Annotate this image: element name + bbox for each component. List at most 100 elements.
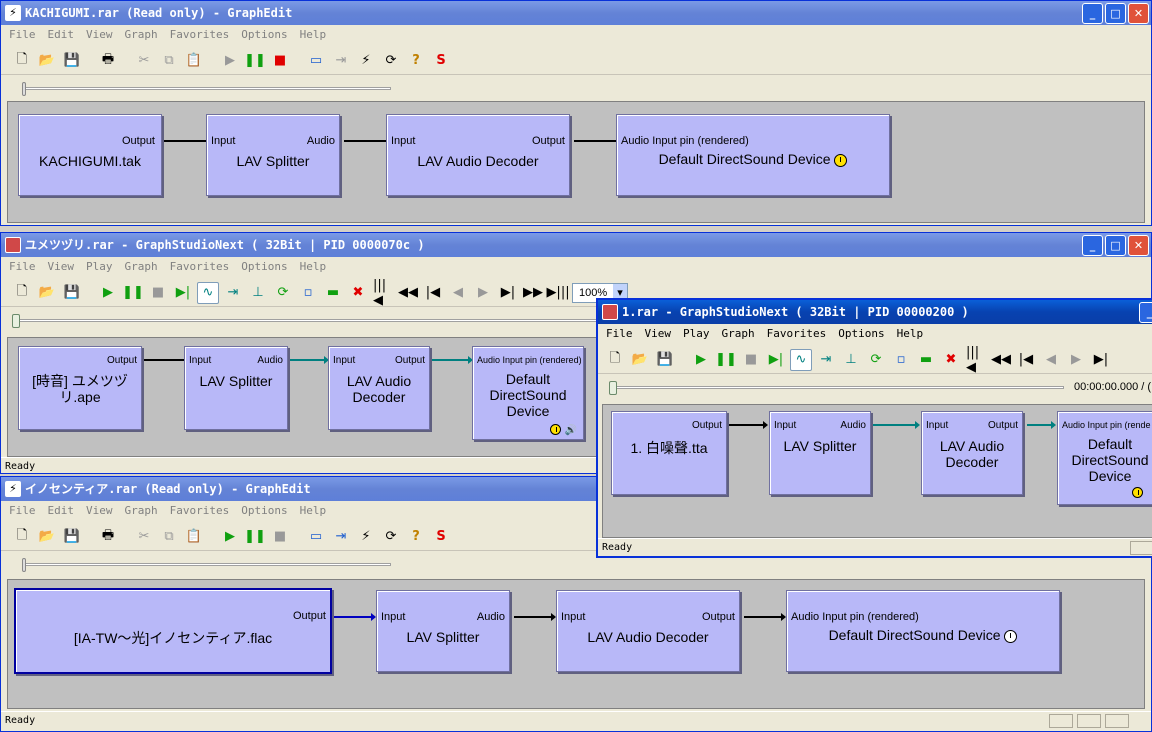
seek-slider[interactable] xyxy=(609,381,1064,395)
pin-audio[interactable]: Audio xyxy=(306,135,335,147)
pin-input[interactable]: Input xyxy=(774,420,797,431)
new-icon[interactable]: 🗋 xyxy=(16,283,28,299)
stop-icon[interactable]: ■ xyxy=(151,285,165,300)
menu-view[interactable]: View xyxy=(86,28,113,41)
direct-connect-icon[interactable]: ⇥ xyxy=(227,285,239,300)
pin-output[interactable]: Output xyxy=(987,420,1018,431)
frame-back-icon[interactable]: |◀ xyxy=(425,285,441,300)
menu-edit[interactable]: Edit xyxy=(47,28,75,41)
zoom-select[interactable]: 100% xyxy=(572,282,628,303)
play-icon[interactable]: ▶ xyxy=(225,53,235,68)
rewind-icon[interactable]: ◀◀ xyxy=(398,285,418,300)
back-icon[interactable]: ◀ xyxy=(453,285,463,300)
pin-input[interactable]: Input xyxy=(926,420,949,431)
filter-lav-audio-decoder[interactable]: Input Output LAV Audio Decoder xyxy=(386,114,570,196)
menu-graph[interactable]: Graph xyxy=(721,327,755,340)
menu-favorites[interactable]: Favorites xyxy=(169,504,230,517)
forward-icon[interactable]: ▶ xyxy=(1071,352,1081,367)
copy-icon[interactable]: ⧉ xyxy=(164,529,174,544)
connect-icon[interactable]: ∿ xyxy=(197,281,219,304)
stop-icon[interactable]: ■ xyxy=(744,352,758,367)
pin-audio[interactable]: Audio xyxy=(257,355,283,366)
filter-source[interactable]: Output KACHIGUMI.tak xyxy=(18,114,162,196)
copy-icon[interactable]: ⧉ xyxy=(164,53,174,68)
filter-lav-audio-decoder[interactable]: Input Output LAV Audio Decoder xyxy=(328,346,430,430)
print-icon[interactable]: 🖶 xyxy=(101,527,115,543)
play-icon[interactable]: ▶ xyxy=(103,285,113,300)
seek-slider[interactable] xyxy=(22,558,391,572)
step-icon[interactable]: ▶| xyxy=(175,285,191,300)
pin-output[interactable]: Output xyxy=(121,135,155,147)
graph-canvas[interactable]: Output KACHIGUMI.tak Input Audio LAV Spl… xyxy=(7,101,1145,223)
connect-icon[interactable]: ∿ xyxy=(790,348,812,371)
menu-help[interactable]: Help xyxy=(299,28,327,41)
stop-icon[interactable]: ■ xyxy=(273,53,287,68)
frame-forward-icon[interactable]: ▶| xyxy=(1093,352,1109,367)
menu-view[interactable]: View xyxy=(47,260,75,273)
refresh-icon[interactable]: ⟳ xyxy=(385,529,397,544)
help-icon[interactable]: ? xyxy=(412,53,420,68)
pin-audio-input[interactable]: Audio Input pin (rendered) xyxy=(621,135,749,147)
graph-canvas[interactable]: Output [IA-TW〜光]イノセンティア.flac Input Audio… xyxy=(7,579,1145,709)
filter-icon[interactable]: ▬ xyxy=(326,285,340,300)
pin-input[interactable]: Input xyxy=(333,355,356,366)
pause-icon[interactable]: ❚❚ xyxy=(122,285,144,300)
frame-forward-icon[interactable]: ▶| xyxy=(500,285,516,300)
maximize-button[interactable]: □ xyxy=(1105,3,1126,24)
refresh-icon[interactable]: ⟳ xyxy=(385,53,397,68)
menu-favorites[interactable]: Favorites xyxy=(766,327,827,340)
title-bar[interactable]: ⚡ KACHIGUMI.rar (Read only) - GraphEdit … xyxy=(1,1,1151,25)
open-icon[interactable]: 📂 xyxy=(631,352,649,367)
pin-output[interactable]: Output xyxy=(292,610,326,622)
cut-icon[interactable]: ✂ xyxy=(138,53,150,68)
pin-audio-input[interactable]: Audio Input pin (rendered) xyxy=(477,355,582,365)
menu-file[interactable]: File xyxy=(9,28,36,41)
play-icon[interactable]: ▶ xyxy=(696,352,706,367)
open-icon[interactable]: 📂 xyxy=(38,285,56,300)
seek-icon[interactable]: ▫ xyxy=(896,352,906,367)
new-icon[interactable]: 🗋 xyxy=(609,350,621,366)
paste-icon[interactable]: 📋 xyxy=(185,529,203,544)
menu-view[interactable]: View xyxy=(86,504,113,517)
title-bar[interactable]: 1.rar - GraphStudioNext ( 32Bit | PID 00… xyxy=(598,300,1152,324)
pin-audio[interactable]: Audio xyxy=(840,420,866,431)
new-icon[interactable]: 🗋 xyxy=(16,527,28,543)
menu-options[interactable]: Options xyxy=(241,28,288,41)
menu-help[interactable]: Help xyxy=(299,504,327,517)
filter-lav-splitter[interactable]: Input Audio LAV Splitter xyxy=(376,590,510,672)
seek-icon[interactable]: ▭ xyxy=(309,53,323,68)
pin-output[interactable]: Output xyxy=(394,355,425,366)
forward-icon[interactable]: ▶ xyxy=(478,285,488,300)
filter-source[interactable]: Output [IA-TW〜光]イノセンティア.flac xyxy=(14,588,332,674)
frame-back-icon[interactable]: |◀ xyxy=(1018,352,1034,367)
menu-options[interactable]: Options xyxy=(241,260,288,273)
menu-help[interactable]: Help xyxy=(896,327,924,340)
fast-forward-icon[interactable]: ▶▶ xyxy=(523,285,543,300)
save-icon[interactable]: 💾 xyxy=(656,352,674,367)
frame-step-icon[interactable]: ⇥ xyxy=(335,53,347,68)
filter-lav-audio-decoder[interactable]: Input Output LAV Audio Decoder xyxy=(921,411,1023,495)
forward-end-icon[interactable]: ▶||| xyxy=(546,285,570,300)
filter-directsound[interactable]: Audio Input pin (rendered) Default Direc… xyxy=(786,590,1060,672)
back-icon[interactable]: ◀ xyxy=(1046,352,1056,367)
pin-audio-input[interactable]: Audio Input pin (rende xyxy=(1062,420,1151,430)
pin-input[interactable]: Input xyxy=(391,135,416,147)
refresh-icon[interactable]: ⟳ xyxy=(870,352,882,367)
rewind-icon[interactable]: ◀◀ xyxy=(991,352,1011,367)
pause-icon[interactable]: ❚❚ xyxy=(715,352,737,367)
filter-icon[interactable]: ▬ xyxy=(919,352,933,367)
filter-source[interactable]: Output [時音] ユメツヅリ.ape xyxy=(18,346,142,430)
save-icon[interactable]: 💾 xyxy=(63,529,81,544)
menu-favorites[interactable]: Favorites xyxy=(169,28,230,41)
filter-lav-splitter[interactable]: Input Audio LAV Splitter xyxy=(769,411,871,495)
open-icon[interactable]: 📂 xyxy=(38,529,56,544)
menu-file[interactable]: File xyxy=(9,260,36,273)
rewind-start-icon[interactable]: |||◀ xyxy=(373,277,387,308)
pin-input[interactable]: Input xyxy=(561,611,586,623)
intelligent-connect-icon[interactable]: ⊥ xyxy=(252,285,264,300)
menu-file[interactable]: File xyxy=(606,327,633,340)
menu-options[interactable]: Options xyxy=(241,504,288,517)
new-icon[interactable]: 🗋 xyxy=(16,51,28,67)
filter-directsound[interactable]: Audio Input pin (rendered) Default Direc… xyxy=(472,346,584,440)
refresh-icon[interactable]: ⟳ xyxy=(277,285,289,300)
